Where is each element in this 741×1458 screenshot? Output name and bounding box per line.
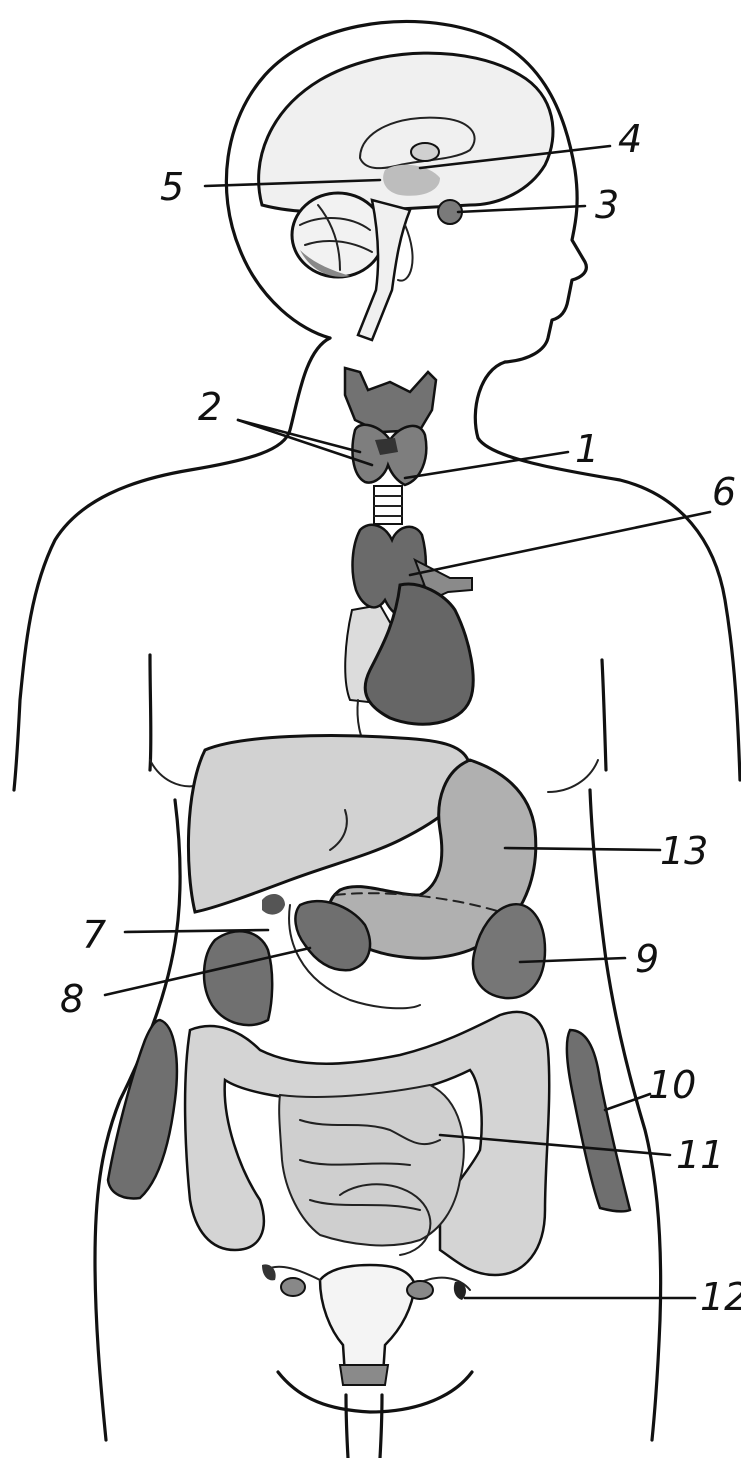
leader-6	[410, 512, 710, 575]
brain	[259, 53, 553, 340]
abdomen-organs	[108, 736, 630, 1275]
cerebellum	[292, 193, 384, 277]
label-11: 11	[676, 1133, 724, 1177]
label-10: 10	[648, 1063, 696, 1107]
left-kidney	[108, 1020, 177, 1198]
label-5: 5	[160, 165, 184, 209]
thyroid-region	[345, 368, 436, 524]
leader-11	[440, 1135, 670, 1155]
right-kidney	[567, 1030, 630, 1211]
label-9: 9	[635, 937, 659, 981]
label-1: 1	[575, 427, 599, 471]
label-12: 12	[700, 1275, 741, 1319]
leader-10	[605, 1094, 650, 1110]
larynx	[345, 368, 436, 432]
label-13: 13	[660, 829, 708, 873]
reproductive-organs	[262, 1264, 470, 1385]
uterus	[320, 1265, 415, 1375]
right-ovary	[407, 1281, 433, 1299]
label-8: 8	[60, 977, 84, 1021]
label-2: 2	[198, 385, 222, 429]
liver	[188, 736, 470, 912]
leader-3	[458, 206, 585, 212]
small-intestine	[279, 1085, 464, 1245]
chest-organs	[345, 525, 473, 748]
label-4: 4	[618, 117, 642, 161]
label-6: 6	[712, 470, 736, 514]
left-ovary	[281, 1278, 305, 1296]
cervix	[340, 1365, 388, 1385]
label-3: 3	[595, 183, 619, 227]
pineal-gland	[411, 143, 439, 161]
left-adrenal-kidney	[204, 931, 272, 1025]
label-7: 7	[82, 913, 106, 957]
